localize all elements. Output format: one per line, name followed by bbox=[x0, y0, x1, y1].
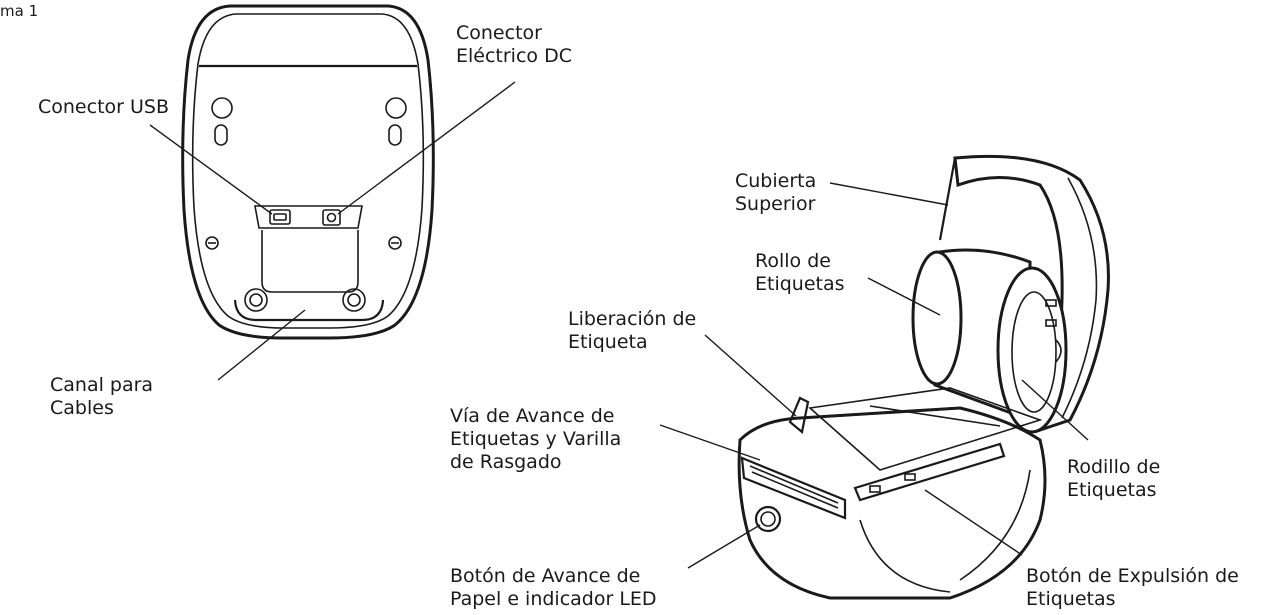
leader-eject-button bbox=[924, 489, 1023, 556]
label-cable-channel: Canal para Cables bbox=[50, 374, 153, 420]
label-dc-connector: Conector Eléctrico DC bbox=[456, 22, 572, 68]
label-line: Etiqueta bbox=[568, 331, 648, 353]
label-line: Papel e indicador LED bbox=[450, 588, 657, 610]
leader-label-release bbox=[704, 334, 797, 417]
label-label-spool: Rodillo de Etiquetas bbox=[1067, 456, 1160, 502]
leader-feed-button bbox=[687, 524, 761, 569]
label-line: Vía de Avance de bbox=[450, 405, 615, 427]
label-line: Etiquetas bbox=[755, 273, 845, 295]
label-line: Cubierta bbox=[735, 170, 817, 192]
label-usb-connector: Conector USB bbox=[38, 96, 169, 119]
label-line: Eléctrico DC bbox=[456, 45, 572, 67]
label-line: Botón de Expulsión de bbox=[1026, 565, 1239, 587]
label-line: Etiquetas bbox=[1067, 479, 1157, 501]
label-line: Liberación de bbox=[568, 308, 697, 330]
leader-label-spool bbox=[1021, 379, 1089, 441]
label-label-roll: Rollo de Etiquetas bbox=[755, 250, 845, 296]
label-line: Botón de Avance de bbox=[450, 565, 641, 587]
leader-lines bbox=[149, 81, 1089, 569]
leader-label-path bbox=[659, 424, 761, 461]
label-line: Etiquetas y Varilla bbox=[450, 428, 622, 450]
leader-dc bbox=[337, 81, 516, 215]
label-line: Conector USB bbox=[38, 96, 169, 118]
label-feed-button: Botón de Avance de Papel e indicador LED bbox=[450, 565, 657, 611]
label-top-cover: Cubierta Superior bbox=[735, 170, 816, 216]
label-line: Cables bbox=[50, 397, 114, 419]
figure-label: ma 1 bbox=[0, 0, 38, 23]
label-line: Superior bbox=[735, 193, 816, 215]
label-line: Canal para bbox=[50, 374, 154, 396]
label-line: Rodillo de bbox=[1067, 456, 1161, 478]
label-line: Conector bbox=[456, 22, 542, 44]
label-line: Etiquetas bbox=[1026, 588, 1116, 610]
label-label-release: Liberación de Etiqueta bbox=[568, 308, 696, 354]
label-label-path: Vía de Avance de Etiquetas y Varilla de … bbox=[450, 405, 621, 474]
figure-label-text: ma 1 bbox=[0, 2, 39, 20]
leader-cable-channel bbox=[217, 309, 306, 381]
label-eject-button: Botón de Expulsión de Etiquetas bbox=[1026, 565, 1239, 611]
label-line: de Rasgado bbox=[450, 451, 562, 473]
printer-back-view bbox=[181, 4, 435, 340]
leader-label-roll bbox=[867, 277, 941, 316]
label-line: Rollo de bbox=[755, 250, 831, 272]
leader-usb bbox=[149, 124, 273, 215]
leader-top-cover bbox=[829, 182, 949, 206]
printer-front-view bbox=[737, 154, 1110, 600]
